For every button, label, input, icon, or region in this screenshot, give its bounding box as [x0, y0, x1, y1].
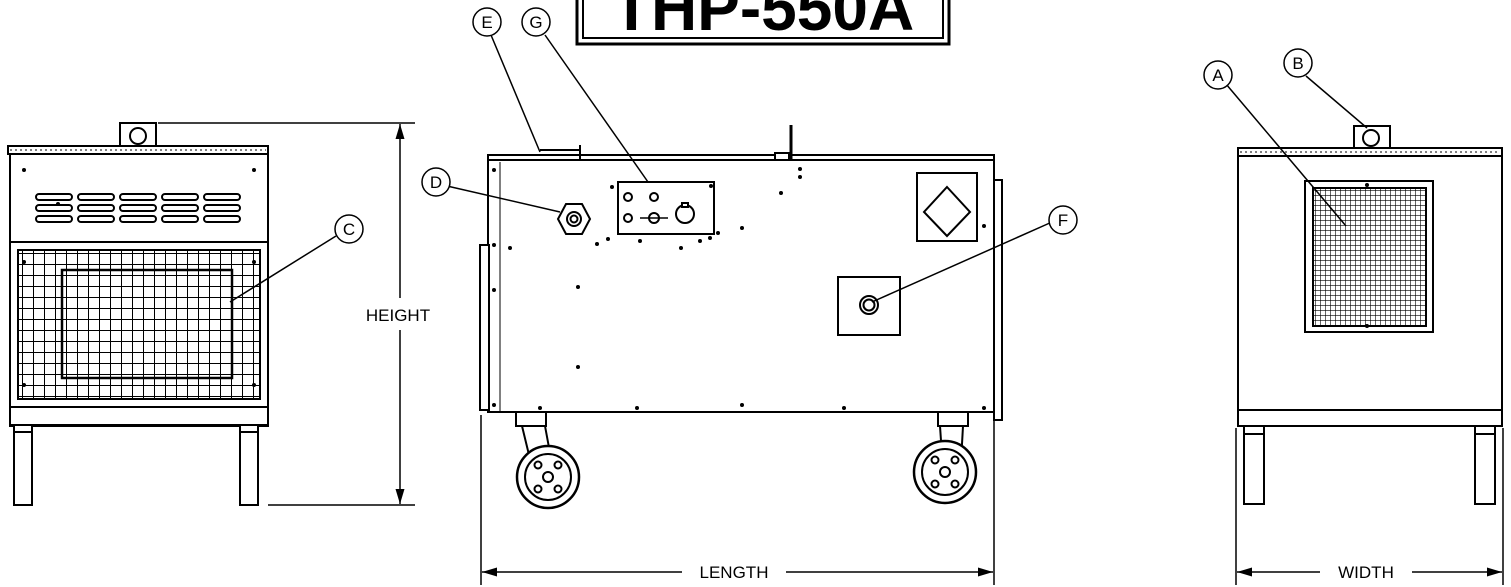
callout-leaders: [229, 34, 1368, 303]
callout-f: F: [1048, 205, 1078, 235]
front-view: [7, 122, 269, 506]
width-dimension: [1235, 428, 1504, 585]
width-label: WIDTH: [1338, 563, 1394, 582]
svg-text:D: D: [430, 173, 442, 192]
callout-d: D: [421, 167, 451, 197]
svg-text:C: C: [343, 220, 355, 239]
height-dimension: [158, 122, 415, 506]
svg-text:E: E: [481, 13, 492, 32]
length-dimension: [480, 415, 995, 585]
svg-text:A: A: [1212, 66, 1224, 85]
callout-a: A: [1203, 60, 1233, 90]
louver-vents: [35, 193, 241, 223]
height-label: HEIGHT: [366, 306, 430, 325]
callout-b: B: [1283, 48, 1313, 78]
svg-text:B: B: [1292, 54, 1303, 73]
model-title-box: THP-550A: [575, 0, 951, 46]
side-view: [479, 125, 1003, 510]
svg-text:F: F: [1058, 211, 1068, 230]
model-title: THP-550A: [612, 0, 914, 44]
length-label: LENGTH: [700, 563, 769, 582]
callout-e: E: [472, 7, 502, 37]
rear-view: [1237, 125, 1503, 505]
callout-c: C: [334, 214, 364, 244]
callout-g: G: [521, 7, 551, 37]
svg-text:G: G: [529, 13, 542, 32]
